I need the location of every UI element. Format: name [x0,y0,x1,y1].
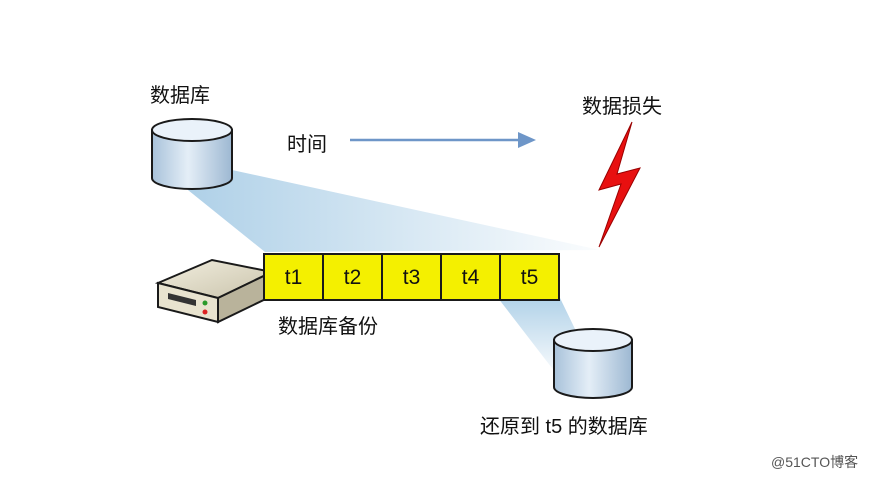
time-arrow [350,132,536,148]
database-label: 数据库 [150,85,210,107]
segment-label-t2: t2 [344,266,362,289]
segment-box-t4 [440,253,501,301]
data-loss-lightning-icon [598,121,641,248]
segment-label-t1: t1 [285,266,303,289]
time-label: 时间 [287,134,327,156]
segment-label-t5: t5 [521,266,539,289]
restored-database-label: 还原到 t5 的数据库 [480,416,648,438]
segment-label-t4: t4 [462,266,480,289]
database-backup-label: 数据库备份 [278,316,378,338]
backup-drive-icon [154,258,276,324]
backup-segments: t1 t2 t3 t4 t5 [263,253,560,301]
watermark: @51CTO博客 [771,454,859,470]
segment-label-t3: t3 [403,266,421,289]
segment-box-t2 [322,253,383,301]
time-beam-top [178,170,600,252]
restored-database-icon [553,328,633,399]
source-database-icon [151,118,233,190]
data-loss-label: 数据损失 [582,96,662,118]
segment-box-t5 [499,253,560,301]
